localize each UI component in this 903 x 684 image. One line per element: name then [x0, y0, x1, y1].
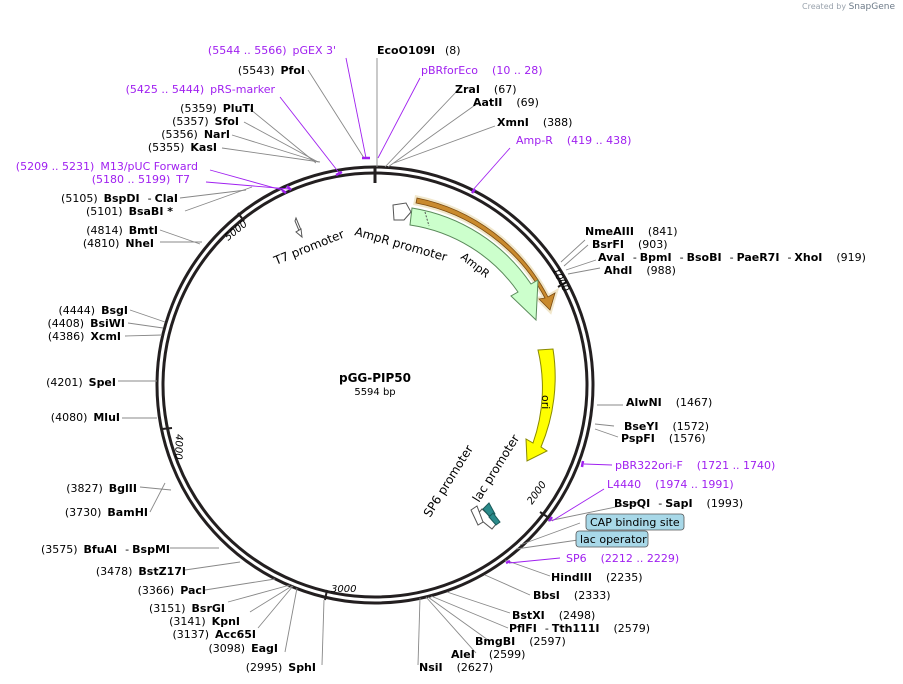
label-bstz17i[interactable]: (3478)BstZ17I	[96, 565, 186, 578]
sp6-promoter-feature[interactable]	[470, 505, 484, 526]
label-spei[interactable]: (4201)SpeI	[46, 376, 116, 389]
label-eco0109i[interactable]: EcoO109I(8)	[377, 44, 461, 57]
label-pflfi-tth111i[interactable]: PflFI-Tth111I(2579)	[509, 622, 650, 635]
label-sphi[interactable]: (2995)SphI	[246, 661, 316, 674]
label-pspfi[interactable]: PspFI(1576)	[621, 432, 705, 445]
lac-operator-box[interactable]: lac operator	[575, 530, 649, 548]
ampr-promoter-feature[interactable]	[392, 202, 412, 221]
backbone-outer	[155, 165, 595, 605]
sp6-promoter-label: SP6 promoter	[421, 443, 476, 520]
label-bseyi[interactable]: BseYI(1572)	[624, 420, 709, 433]
cap-binding-site-box[interactable]: CAP binding site	[585, 513, 685, 531]
label-pbr322ori-f[interactable]: pBR322ori-F(1721 .. 1740)	[615, 459, 775, 472]
tick-label-3000: 3000	[331, 584, 356, 595]
lac-promoter-label: lac promoter	[470, 432, 523, 505]
snapgene-logo: SnapGene	[848, 2, 895, 12]
label-bsiwi[interactable]: (4408)BsiWI	[47, 317, 125, 330]
label-amp-r[interactable]: Amp-R(419 .. 438)	[516, 134, 631, 147]
ori-feature[interactable]	[525, 348, 556, 462]
label-bmgbi[interactable]: BmgBI(2597)	[475, 635, 566, 648]
label-avai-group[interactable]: AvaI-BpmI-BsoBI-PaeR7I-XhoI(919)	[598, 251, 866, 264]
label-mlui[interactable]: (4080)MluI	[51, 411, 120, 424]
label-kasi[interactable]: (5355)KasI	[148, 141, 217, 154]
label-nmeaiii[interactable]: NmeAIII(841)	[585, 225, 678, 238]
label-hindiii[interactable]: HindIII(2235)	[551, 571, 643, 584]
label-bsgi[interactable]: (4444)BsgI	[59, 304, 128, 317]
label-eagi[interactable]: (3098)EagI	[209, 642, 278, 655]
label-acc65i[interactable]: (3137)Acc65I	[172, 628, 256, 641]
label-bbsi[interactable]: BbsI(2333)	[533, 589, 610, 602]
t7-promoter-arrowhead	[295, 228, 303, 239]
label-nhei[interactable]: (4810)NheI	[83, 237, 154, 250]
label-aatii[interactable]: AatII(69)	[473, 96, 539, 109]
ampr-feature[interactable]	[409, 207, 539, 322]
t7-promoter-label: T7 promoter	[271, 227, 346, 268]
label-pbrforeco[interactable]: pBRforEco(10 .. 28)	[421, 64, 543, 77]
cap-binding-feature[interactable]	[488, 512, 501, 526]
label-ahdi[interactable]: AhdI(988)	[604, 264, 676, 277]
label-nari[interactable]: (5356)NarI	[161, 128, 230, 141]
label-sp6[interactable]: SP6(2212 .. 2229)	[566, 552, 679, 565]
label-bsrgi[interactable]: (3151)BsrGI	[149, 602, 225, 615]
credit-prefix: Created by	[802, 2, 847, 11]
label-l4440[interactable]: L4440(1974 .. 1991)	[607, 478, 734, 491]
enzyme-leaders	[118, 58, 641, 666]
label-bspdi-clai[interactable]: (5105)BspDI-ClaI	[61, 192, 178, 205]
lac-operator-feature[interactable]	[482, 502, 496, 517]
label-bstxi[interactable]: BstXI(2498)	[512, 609, 595, 622]
labels-right: EcoO109I(8) pBRforEco(10 .. 28) ZraI(67)…	[377, 44, 866, 674]
label-bfuai-bspmi[interactable]: (3575)BfuAI-BspMI	[41, 543, 170, 556]
label-bamhi[interactable]: (3730)BamHI	[65, 506, 148, 519]
label-nsii[interactable]: NsiI(2627)	[419, 661, 493, 674]
ori-label: ori	[539, 395, 552, 409]
label-alei[interactable]: AleI(2599)	[451, 648, 525, 661]
ampr-start-marker	[424, 211, 430, 227]
label-kpni[interactable]: (3141)KpnI	[169, 615, 240, 628]
tick-3000: 3000	[324, 584, 356, 601]
cap-binding-site-label: CAP binding site	[590, 516, 680, 529]
label-xcmi[interactable]: (4386)XcmI	[48, 330, 121, 343]
tick-label-5000: 5000	[223, 219, 250, 244]
primer-marks	[281, 156, 585, 565]
snapgene-credit: Created by SnapGene	[802, 2, 895, 12]
label-zrai[interactable]: ZraI(67)	[455, 83, 517, 96]
lac-operator-label: lac operator	[580, 533, 647, 546]
primer-leaders	[205, 57, 613, 564]
label-prs-marker[interactable]: (5425 .. 5444)pRS-marker	[126, 83, 276, 96]
label-pfoi[interactable]: (5543)PfoI	[238, 64, 305, 77]
label-alwni[interactable]: AlwNI(1467)	[626, 396, 712, 409]
label-bsabi[interactable]: (5101)BsaBI *	[86, 205, 173, 218]
label-m13-puc-forward[interactable]: (5209 .. 5231)M13/pUC Forward	[16, 160, 198, 173]
tick-label-4000: 4000	[172, 434, 184, 460]
label-t7[interactable]: (5180 .. 5199)T7	[92, 173, 190, 186]
label-paci[interactable]: (3366)PacI	[138, 584, 206, 597]
plasmid-name: pGG-PIP50	[339, 371, 411, 385]
label-sfoi[interactable]: (5357)SfoI	[172, 115, 239, 128]
label-xmni[interactable]: XmnI(388)	[497, 116, 572, 129]
label-bspqi-sapi[interactable]: BspQI-SapI(1993)	[614, 497, 743, 510]
label-bsrfi[interactable]: BsrFI(903)	[592, 238, 668, 251]
plasmid-length: 5594 bp	[354, 387, 395, 398]
label-bglii[interactable]: (3827)BglII	[66, 482, 137, 495]
tick-label-2000: 2000	[525, 480, 549, 507]
tick-4000: 4000	[161, 427, 184, 460]
label-bmti[interactable]: (4814)BmtI	[86, 224, 158, 237]
label-pluti[interactable]: (5359)PluTI	[180, 102, 254, 115]
orf-arrow-outline	[415, 197, 556, 311]
labels-left: (5544 .. 5566)pGEX 3' (5543)PfoI (5425 .…	[16, 44, 336, 674]
label-pgex3[interactable]: (5544 .. 5566)pGEX 3'	[208, 44, 336, 57]
